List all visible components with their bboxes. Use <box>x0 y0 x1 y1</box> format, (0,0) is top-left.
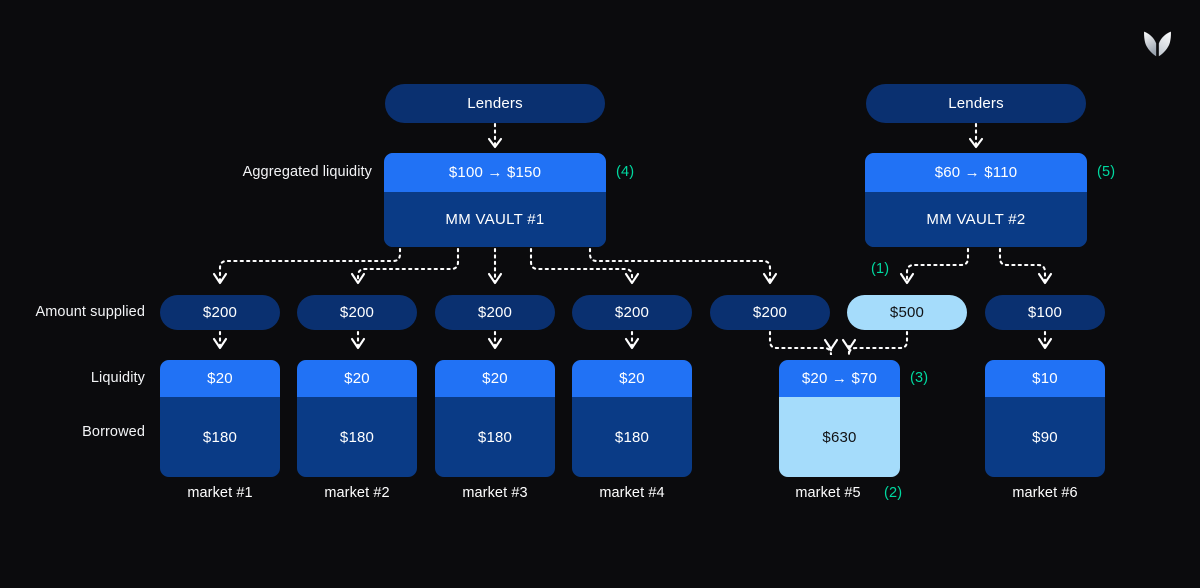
row-label-aggregated-liquidity: Aggregated liquidity <box>242 164 372 180</box>
arrow-vault1-to-market2 <box>350 247 460 285</box>
market-1-liquidity: $20 <box>160 360 280 397</box>
lenders-pill-vault-1[interactable]: Lenders <box>385 84 605 123</box>
market-2-box[interactable]: $20 $180 <box>297 360 417 477</box>
mm-vault-2[interactable]: $60 → $110 MM VAULT #2 <box>865 153 1087 247</box>
arrow-supply500-to-market5 <box>841 330 909 356</box>
row-label-borrowed: Borrowed <box>82 424 145 440</box>
amount-supplied-market-4[interactable]: $200 <box>572 295 692 330</box>
arrow-vault2-to-market6 <box>998 247 1053 285</box>
vault-1-name: MM VAULT #1 <box>384 192 606 247</box>
row-label-amount-supplied: Amount supplied <box>35 304 145 320</box>
arrow-lenders1-to-vault1 <box>487 122 503 149</box>
value: $200 <box>202 304 238 321</box>
arrow-supply6-to-market6 <box>1037 330 1053 350</box>
market-5-borrowed: $630 <box>779 397 900 477</box>
market-1-borrowed: $180 <box>160 397 280 477</box>
value: $200 <box>339 304 375 321</box>
vault-1-liquidity-value: $100 → $150 <box>384 153 606 192</box>
market-5-caption: market #5 <box>795 485 861 501</box>
value: $100 <box>1027 304 1063 321</box>
arrow-vault1-to-market4 <box>529 247 640 285</box>
market-2-borrowed: $180 <box>297 397 417 477</box>
value: $200 <box>752 304 788 321</box>
market-3-box[interactable]: $20 $180 <box>435 360 555 477</box>
arrow-lenders2-to-vault2 <box>968 122 984 149</box>
lenders-pill-vault-2[interactable]: Lenders <box>866 84 1086 123</box>
arrow-vault1-to-market3 <box>487 247 503 285</box>
step-annotation-2: (2) <box>884 485 903 501</box>
amount-supplied-extra-500[interactable]: $500 <box>847 295 967 330</box>
market-4-box[interactable]: $20 $180 <box>572 360 692 477</box>
arrow-supply4-to-market4 <box>624 330 640 350</box>
market-6-box[interactable]: $10 $90 <box>985 360 1105 477</box>
amount-supplied-market-1[interactable]: $200 <box>160 295 280 330</box>
market-4-caption: market #4 <box>599 485 665 501</box>
market-3-caption: market #3 <box>462 485 528 501</box>
arrow-supply3-to-market3 <box>487 330 503 350</box>
morpho-butterfly-logo <box>1141 27 1174 61</box>
value: $200 <box>477 304 513 321</box>
market-5-liquidity: $20 → $70 <box>779 360 900 397</box>
market-4-borrowed: $180 <box>572 397 692 477</box>
market-6-liquidity: $10 <box>985 360 1105 397</box>
lenders-label: Lenders <box>467 95 523 112</box>
market-1-caption: market #1 <box>187 485 253 501</box>
market-3-liquidity: $20 <box>435 360 555 397</box>
arrow-supply1-to-market1 <box>212 330 228 350</box>
step-annotation-5: (5) <box>1097 164 1116 180</box>
market-3-borrowed: $180 <box>435 397 555 477</box>
step-annotation-3: (3) <box>910 370 929 386</box>
arrow-supply2-to-market2 <box>350 330 366 350</box>
amount-supplied-market-3[interactable]: $200 <box>435 295 555 330</box>
amount-supplied-market-6[interactable]: $100 <box>985 295 1105 330</box>
arrow-vault2-to-supply500 <box>899 247 970 285</box>
market-6-caption: market #6 <box>1012 485 1078 501</box>
step-annotation-4: (4) <box>616 164 635 180</box>
amount-supplied-market-2[interactable]: $200 <box>297 295 417 330</box>
market-5-box[interactable]: $20 → $70 $630 <box>779 360 900 477</box>
market-1-box[interactable]: $20 $180 <box>160 360 280 477</box>
mm-vault-1[interactable]: $100 → $150 MM VAULT #1 <box>384 153 606 247</box>
market-4-liquidity: $20 <box>572 360 692 397</box>
market-2-liquidity: $20 <box>297 360 417 397</box>
arrow-supply5-to-market5 <box>768 330 839 356</box>
value: $200 <box>614 304 650 321</box>
arrow-vault1-to-market5 <box>588 247 778 285</box>
market-6-borrowed: $90 <box>985 397 1105 477</box>
row-label-liquidity: Liquidity <box>90 370 145 386</box>
market-2-caption: market #2 <box>324 485 390 501</box>
value: $500 <box>889 304 925 321</box>
amount-supplied-market-5[interactable]: $200 <box>710 295 830 330</box>
vault-2-liquidity-value: $60 → $110 <box>865 153 1087 192</box>
step-annotation-1: (1) <box>871 261 890 277</box>
lenders-label: Lenders <box>948 95 1004 112</box>
arrow-vault1-to-market1 <box>212 247 402 285</box>
vault-2-name: MM VAULT #2 <box>865 192 1087 247</box>
